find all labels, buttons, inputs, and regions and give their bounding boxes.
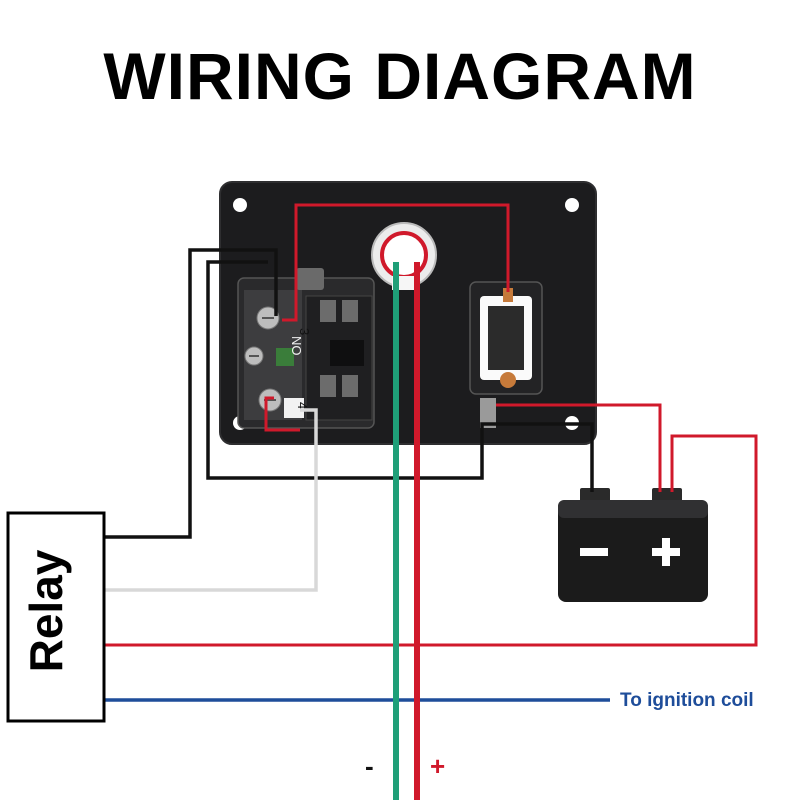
screw-terminal-icon — [256, 306, 280, 330]
screw-terminal-icon — [244, 346, 264, 366]
page-title: WIRING DIAGRAM — [103, 39, 697, 113]
push-switch — [469, 281, 543, 428]
relay-label: Relay — [20, 549, 72, 672]
ignition-coil-label: To ignition coil — [620, 690, 754, 711]
positive-lead-label: + — [430, 751, 445, 781]
screw-terminal-icon — [258, 388, 282, 412]
black-wire-switch-to-battery — [206, 260, 594, 492]
battery-icon — [558, 488, 708, 602]
mounting-hole-icon — [565, 198, 579, 212]
red-wire-terminal-4 — [264, 396, 300, 432]
white-wire-relay-to-terminal-4 — [104, 408, 318, 592]
terminal-4-label: 4 — [295, 402, 310, 409]
mounting-hole-icon — [233, 198, 247, 212]
black-wire-relay-to-switch — [104, 248, 278, 539]
terminal-3-label: 3 — [297, 328, 312, 335]
no-contact-label: NO — [289, 336, 304, 356]
negative-lead-label: - — [365, 751, 374, 781]
switch-contact-block: 3 4 NO — [237, 268, 375, 429]
wires — [104, 203, 758, 800]
battery-minus-symbol — [580, 548, 608, 556]
red-wire-battery-to-relay — [104, 434, 758, 647]
red-wire-switch-to-button — [282, 203, 510, 322]
relay-box: Relay — [6, 511, 106, 723]
red-wire-button-to-battery — [496, 403, 662, 492]
